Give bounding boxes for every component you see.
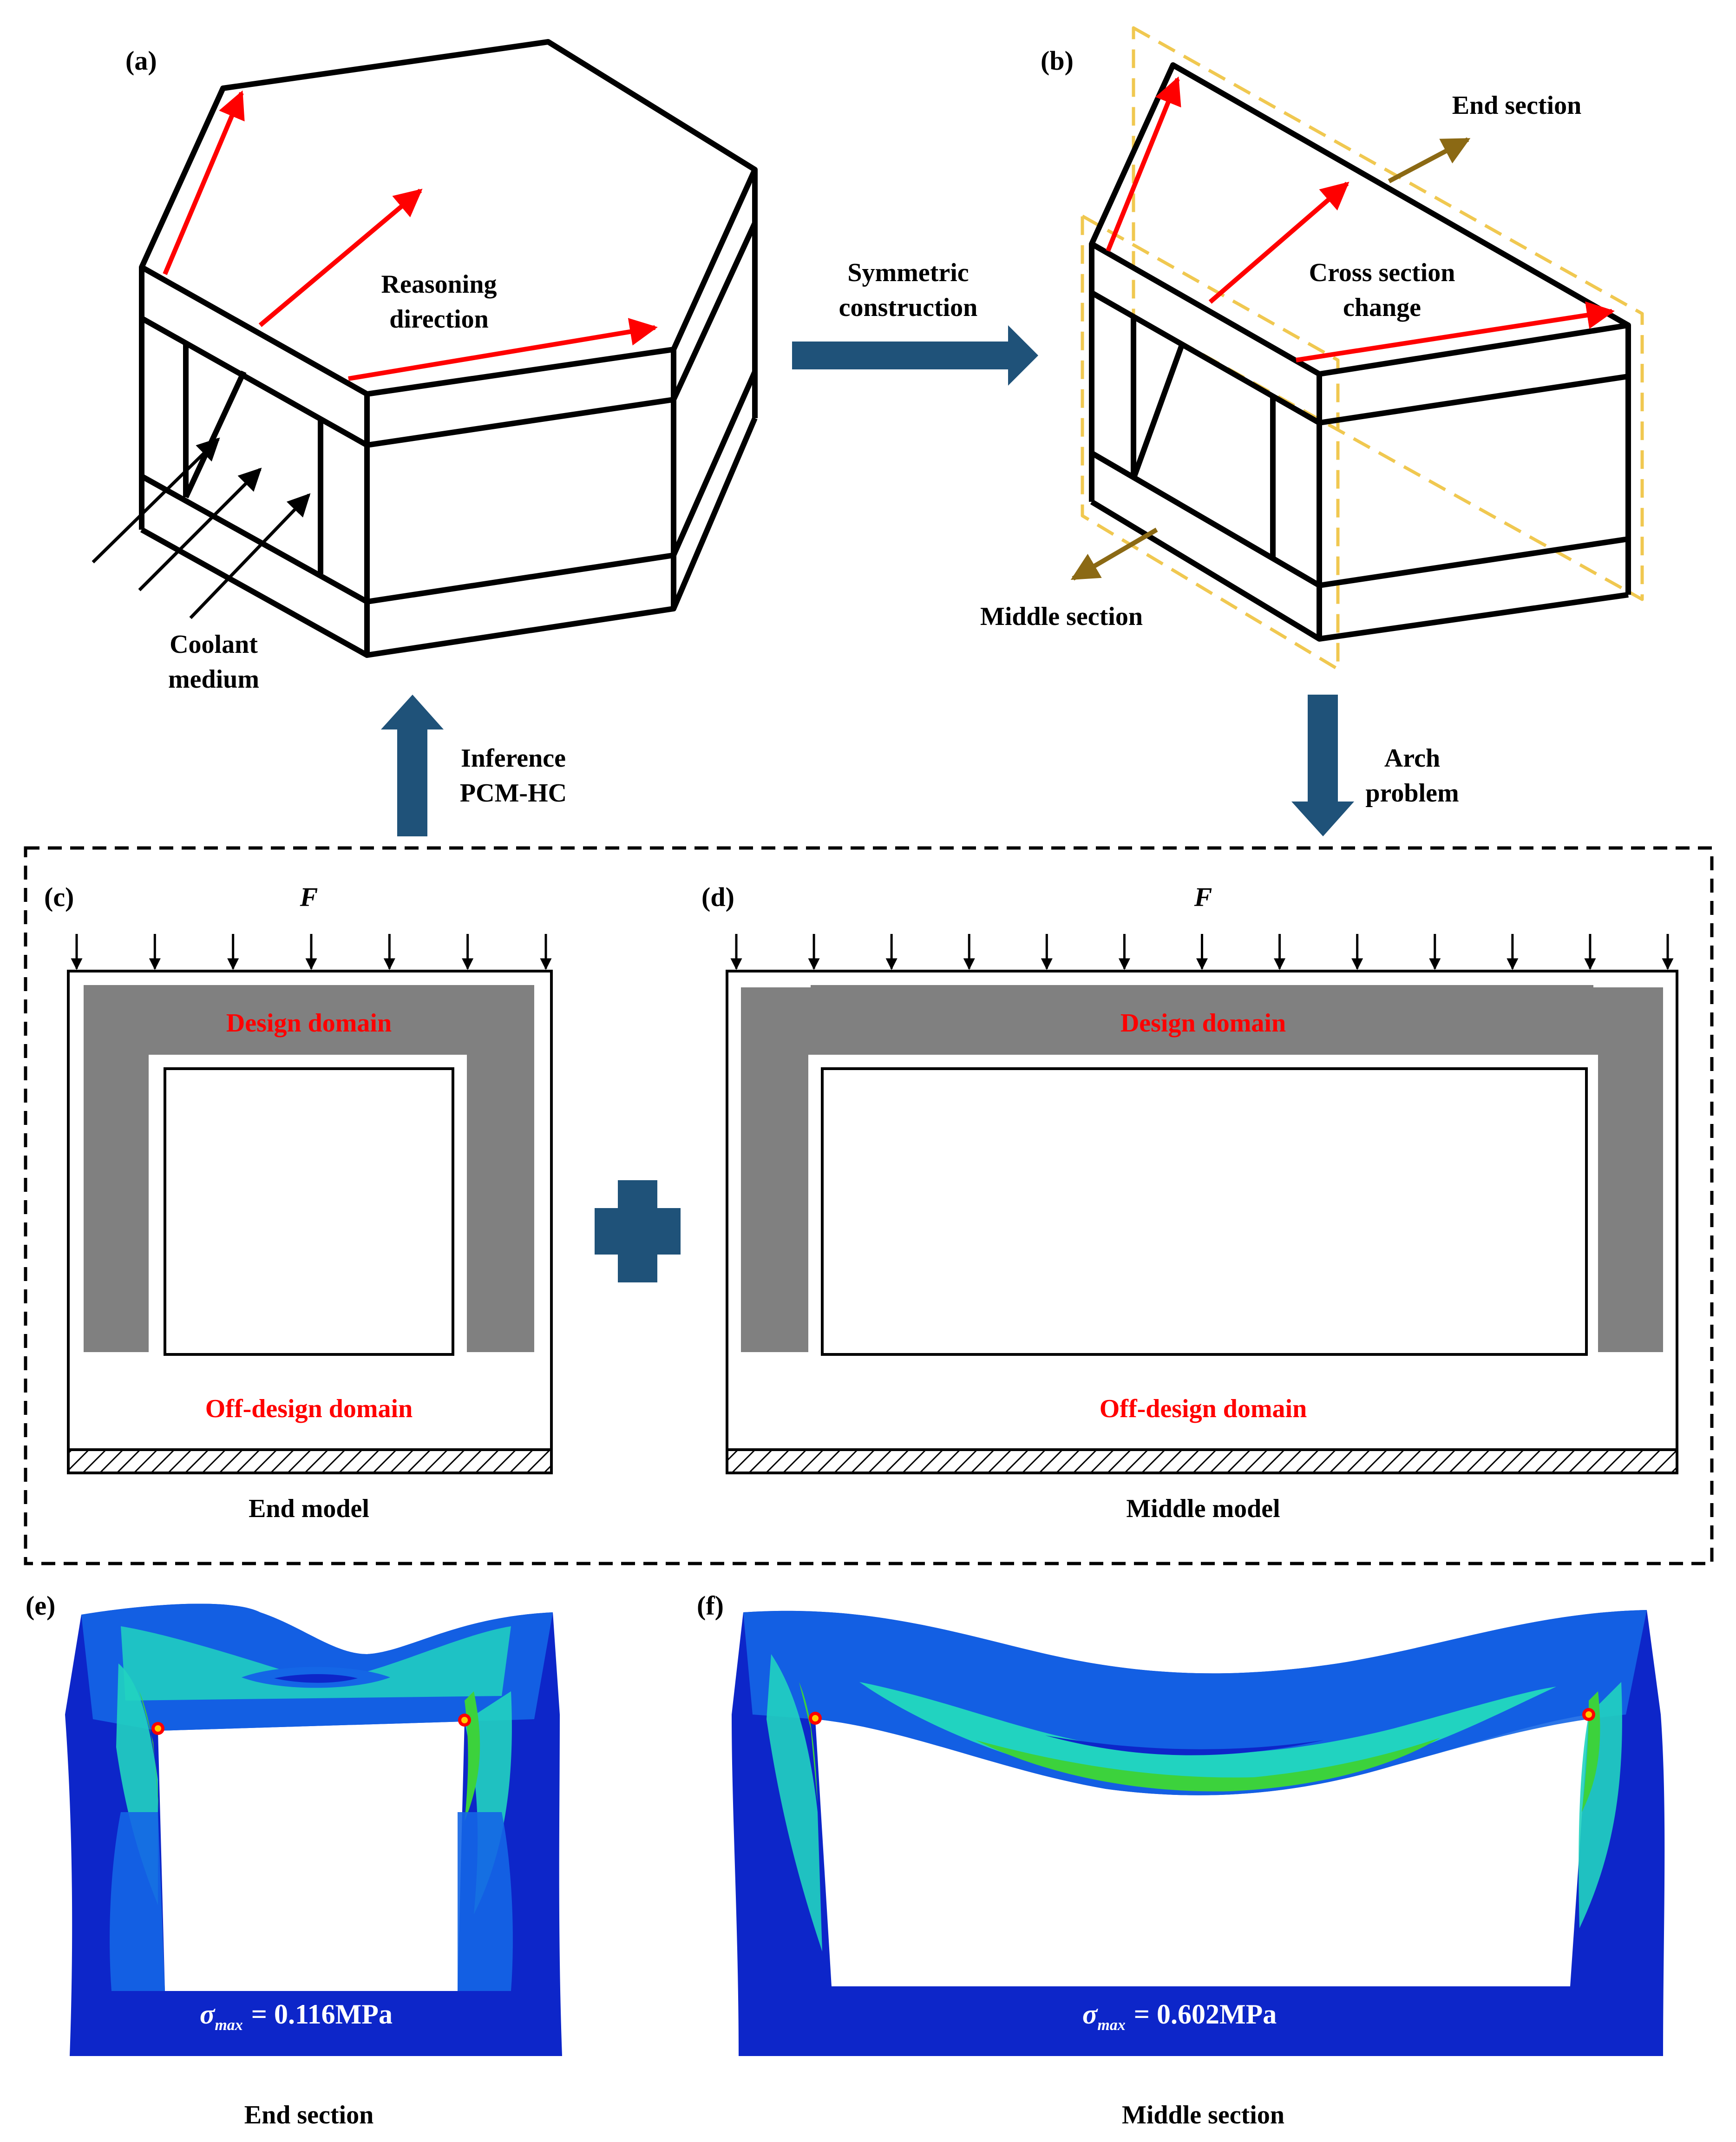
design-domain-label: Design domain — [1120, 1009, 1286, 1038]
panel-e-label: (e) — [26, 1590, 55, 1621]
cross-section-label: change — [1343, 293, 1421, 322]
panel-b: (b) End section Cross section change Mid… — [980, 26, 1644, 671]
arch-problem-arrow: Arch problem — [1291, 695, 1459, 836]
panel-f: (f) σmax= 0.602MPa Middle section — [697, 1590, 1665, 2129]
force-arrows — [71, 934, 552, 970]
coolant-medium-label: Coolant — [170, 630, 258, 659]
middle-model-caption: Middle model — [1126, 1494, 1280, 1523]
reasoning-arrow — [258, 189, 423, 327]
design-domain — [84, 985, 534, 1352]
reasoning-direction-label: Reasoning — [381, 270, 497, 299]
off-design-domain-label: Off-design domain — [205, 1394, 413, 1423]
middle-section-caption: Middle section — [1122, 2101, 1284, 2129]
force-arrows — [730, 934, 1674, 970]
inference-arrow: Inference PCM-HC — [381, 695, 567, 836]
middle-section-label: Middle section — [980, 602, 1143, 631]
sigma-max-readout: σmax= 0.116MPa — [200, 1999, 393, 2034]
svg-text:Symmetric: Symmetric — [847, 258, 969, 287]
panel-e: (e) σmax= 0.116MPa End section — [26, 1590, 562, 2129]
hexagon-top-face — [139, 39, 758, 397]
svg-text:Arch: Arch — [1384, 744, 1440, 773]
design-domain-label: Design domain — [226, 1009, 392, 1038]
panel-d-label: (d) — [701, 882, 734, 912]
svg-text:problem: problem — [1365, 779, 1459, 808]
panel-a: (a) Reasoning direction Coolant medium — [92, 39, 758, 694]
coolant-arrow — [138, 467, 262, 591]
end-section-label: End section — [1452, 91, 1582, 120]
end-section-caption: End section — [244, 2101, 374, 2129]
reasoning-arrow — [348, 318, 658, 381]
force-label: F — [1194, 882, 1212, 912]
panel-a-label: (a) — [125, 46, 157, 76]
panel-d: (d) F Design domain Off-design domain Mi… — [701, 882, 1678, 1523]
panel-f-label: (f) — [697, 1590, 724, 1621]
coolant-medium-label: medium — [168, 665, 259, 694]
end-model-caption: End model — [249, 1494, 369, 1523]
fixed-support — [726, 1448, 1678, 1474]
middle-section-plane — [1081, 214, 1340, 671]
model-frame — [24, 846, 1714, 1565]
end-section-plane — [1132, 26, 1644, 601]
sigma-max-readout: σmax= 0.602MPa — [1082, 1999, 1277, 2034]
coolant-arrow — [189, 493, 311, 619]
cross-section-label: Cross section — [1309, 258, 1455, 287]
symmetric-construction-arrow: Symmetric construction — [792, 258, 1038, 386]
off-design-domain-label: Off-design domain — [1100, 1394, 1307, 1423]
plus-icon — [595, 1180, 681, 1282]
reasoning-direction-label: direction — [389, 305, 489, 334]
panel-c-label: (c) — [44, 882, 74, 912]
coolant-arrow — [92, 437, 220, 564]
svg-text:Inference: Inference — [461, 744, 566, 773]
panel-b-label: (b) — [1041, 46, 1074, 76]
force-label: F — [300, 882, 318, 912]
reasoning-arrow — [163, 90, 245, 275]
svg-text:PCM-HC: PCM-HC — [460, 779, 567, 808]
design-domain — [741, 985, 1663, 1352]
panel-c: (c) F Design domain Off-design domain En… — [44, 882, 553, 1523]
fixed-support — [67, 1448, 553, 1474]
svg-text:construction: construction — [839, 293, 978, 322]
